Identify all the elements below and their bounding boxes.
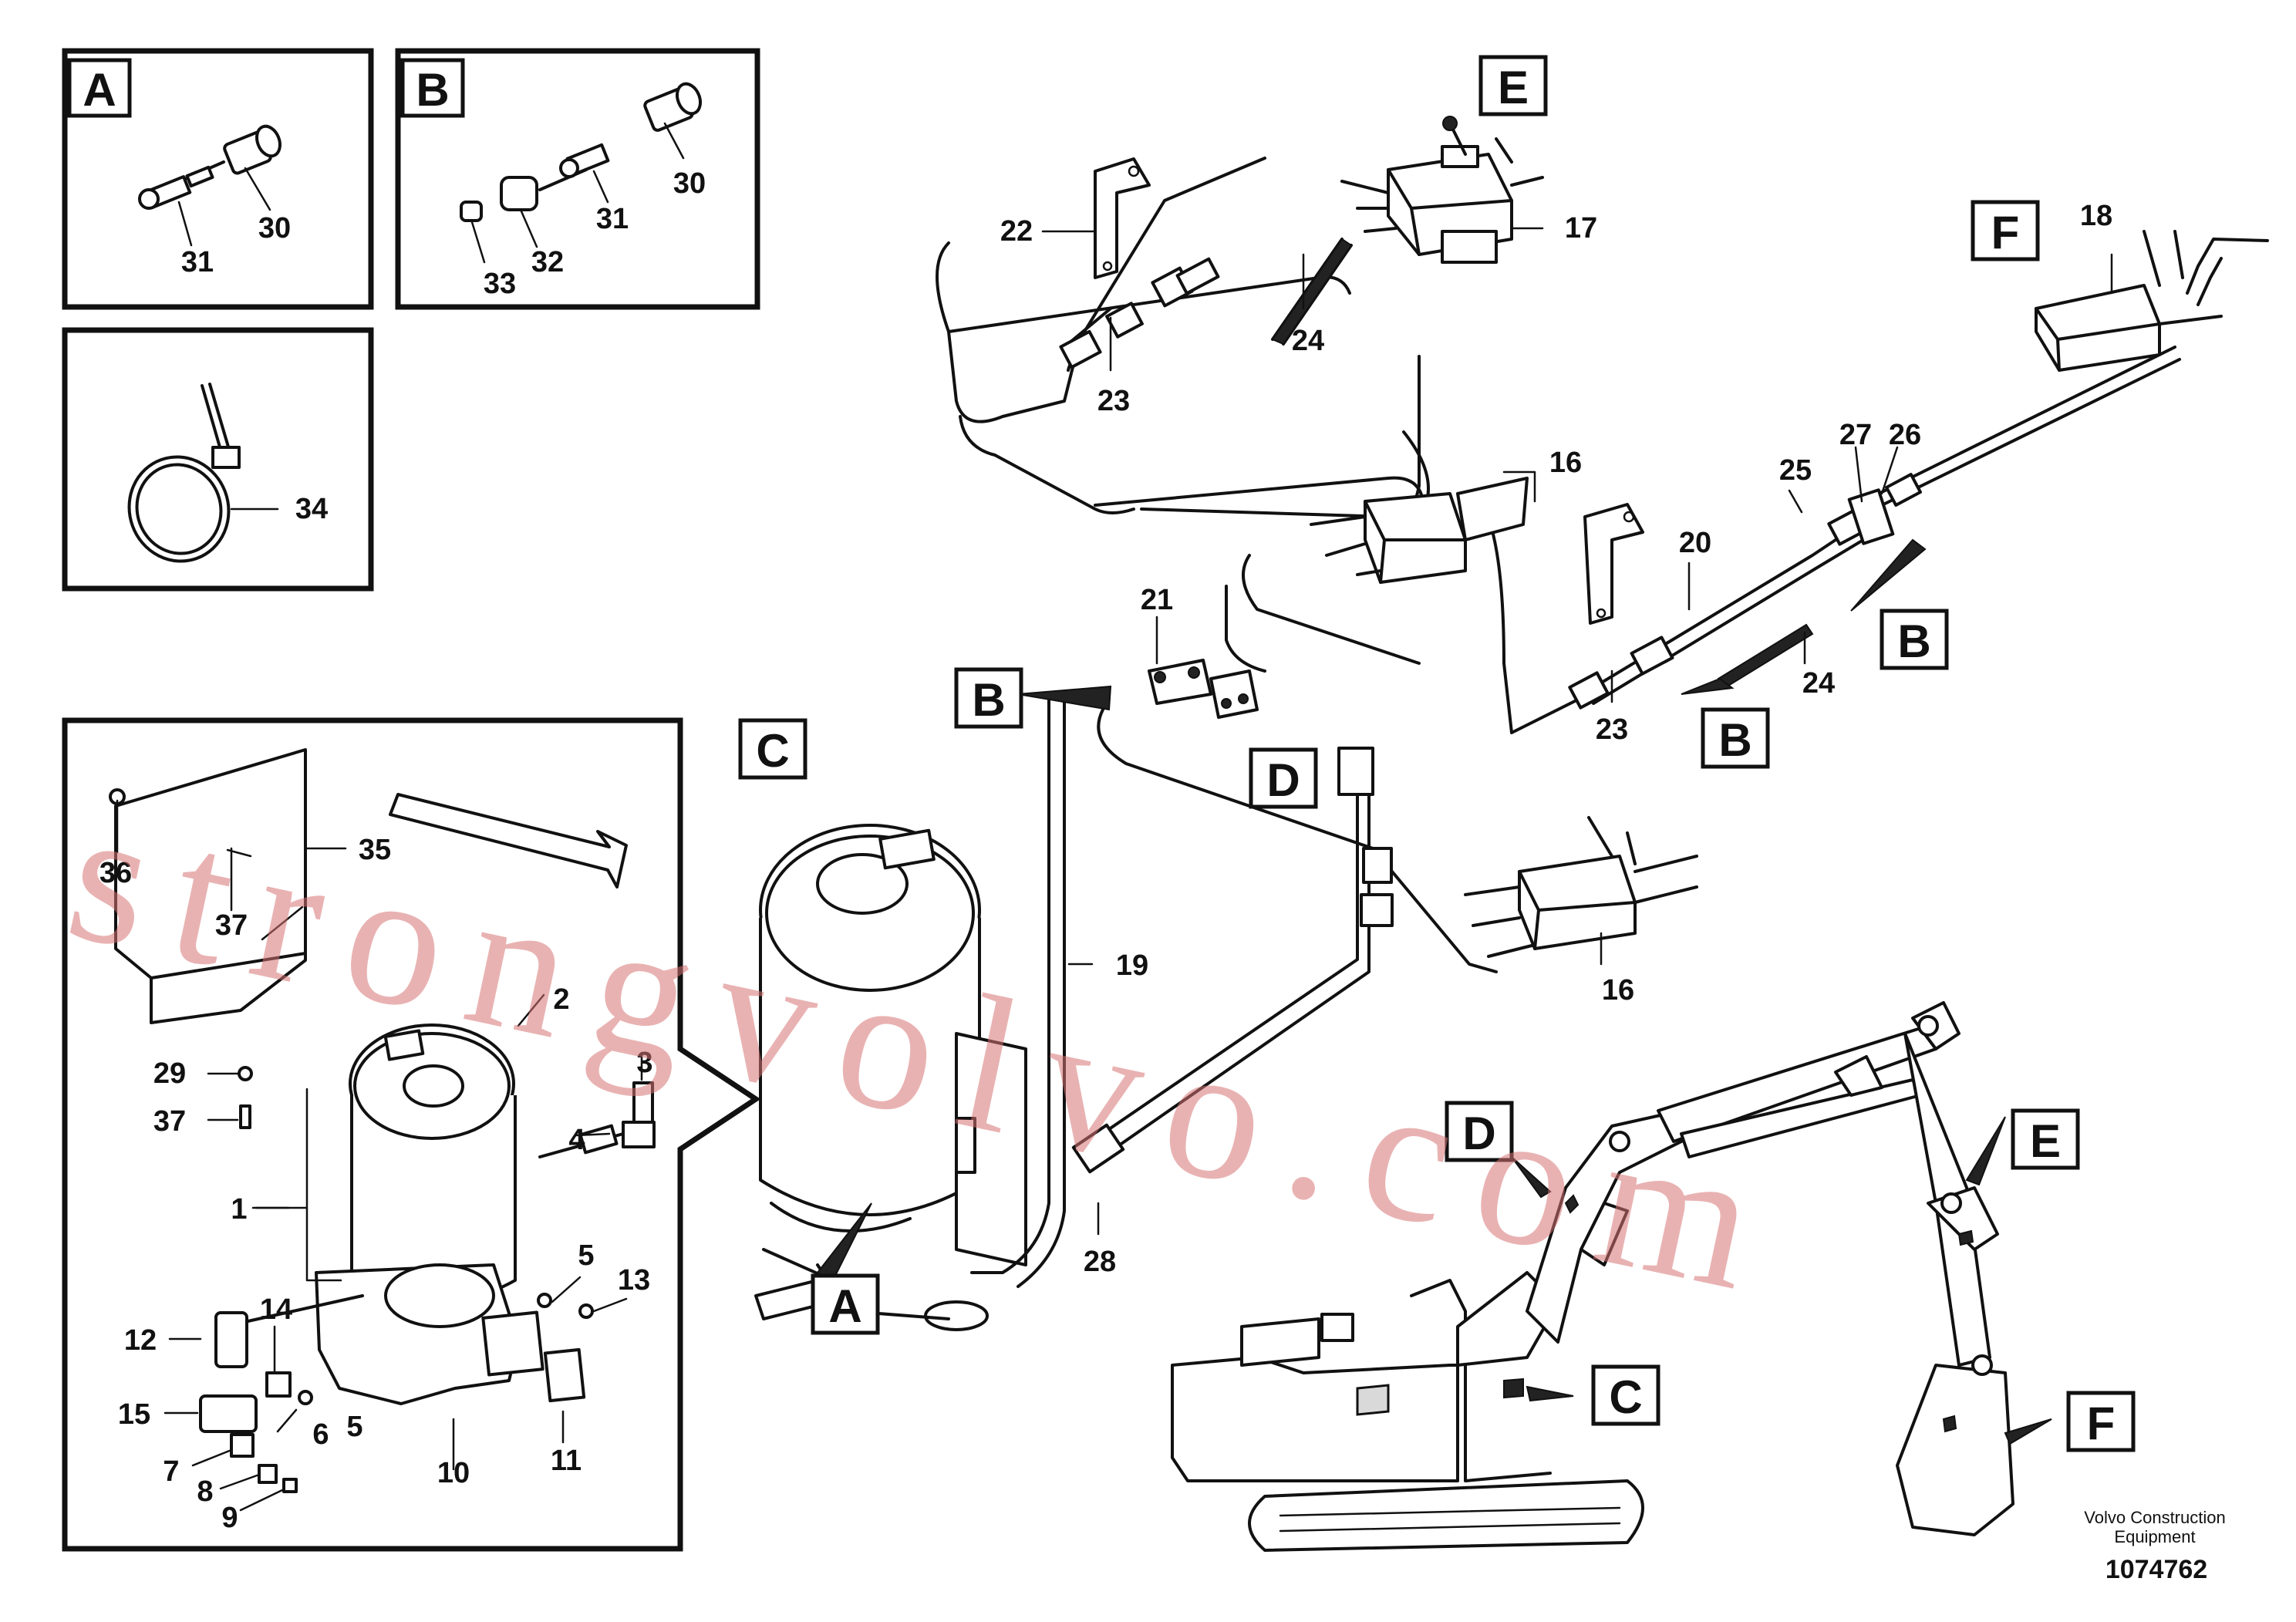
tag-c-excavator: C [1591,1364,1660,1426]
callout-3: 3 [636,1047,652,1079]
callout-23-top: 23 [1097,385,1130,417]
tag-a-left: A [67,58,132,118]
tag-a-left-text: A [83,64,116,116]
detail-frame-pump [62,717,761,1552]
callout-8: 8 [197,1475,213,1508]
tag-c-excavator-text: C [1609,1371,1642,1423]
tag-pointers [816,538,2052,1445]
callout-17: 17 [1565,212,1597,244]
callout-10: 10 [437,1457,470,1489]
tag-c-center: C [738,718,807,780]
callout-11: 11 [551,1445,582,1477]
callout-numbers: 31 30 33 32 31 30 34 22 23 24 17 18 16 2… [99,167,2112,1534]
callout-27: 27 [1839,419,1872,451]
tag-d-center-text: D [1266,754,1300,806]
callout-2: 2 [553,983,569,1016]
callout-12: 12 [124,1324,157,1357]
callout-5-left: 5 [346,1411,362,1443]
callout-31-a: 31 [181,246,214,278]
callout-29: 29 [153,1057,186,1090]
callout-16-upper: 16 [1549,447,1582,479]
callout-34: 34 [295,493,328,525]
tag-b-right-upper: B [1880,609,1949,670]
tag-b-junction: B [954,667,1023,729]
detail-frame-tie [62,327,374,592]
tag-e-top: E [1478,55,1548,116]
pump-detail-parts [109,748,656,1512]
tag-b-left: B [400,58,465,118]
callout-24-top: 24 [1292,325,1324,357]
excavator-overview [1171,1001,2014,1552]
distribution-blocks [1148,116,2223,958]
caption-line-1: Volvo Construction [2084,1508,2225,1527]
tag-d-center: D [1249,747,1318,809]
callout-18: 18 [2080,200,2112,232]
callout-9: 9 [221,1502,238,1534]
cable-tie [127,383,279,563]
callout-30-b: 30 [673,167,706,200]
detail-a-parts [138,124,282,247]
callout-36: 36 [99,857,132,889]
callout-leaders [1041,227,2113,1236]
callout-23-right: 23 [1596,713,1628,746]
callout-4: 4 [568,1124,585,1156]
detail-frame-a [62,48,374,310]
tag-b-junction-text: B [972,674,1005,726]
detail-b-parts [460,82,702,264]
tag-f-top: F [1971,200,2040,261]
tag-b-right-lower-text: B [1718,714,1752,766]
tag-f-excavator-text: F [2087,1398,2116,1449]
tag-b-right-upper-text: B [1897,615,1930,667]
tag-a-center: A [811,1273,880,1335]
tag-d-excavator: D [1445,1101,1514,1162]
callout-19: 19 [1116,949,1148,982]
tag-f-excavator: F [2066,1391,2136,1452]
callout-21: 21 [1141,584,1173,616]
tag-b-left-text: B [416,64,449,116]
callout-7: 7 [163,1455,179,1488]
callout-24-right: 24 [1802,667,1835,700]
tag-d-excavator-text: D [1462,1108,1495,1159]
callout-13: 13 [618,1264,650,1297]
caption-line-2: Equipment [2114,1527,2195,1546]
tag-f-top-text: F [1991,207,2020,258]
tag-e-top-text: E [1498,62,1529,113]
callout-22: 22 [1000,215,1033,248]
document-number: 1074762 [2106,1555,2207,1584]
callout-33: 33 [484,268,516,300]
callout-30-a: 30 [258,212,291,244]
callout-32: 32 [531,246,564,278]
callout-35: 35 [359,834,391,866]
callout-37-top: 37 [215,909,248,942]
tag-e-excavator: E [2011,1108,2080,1170]
callout-26: 26 [1889,419,1921,451]
tag-b-right-lower: B [1701,707,1770,769]
callout-6: 6 [312,1418,329,1451]
callout-25: 25 [1779,454,1812,487]
callout-31-b: 31 [596,203,629,235]
tag-c-center-text: C [756,725,789,777]
callout-20: 20 [1679,527,1711,559]
callout-5-right: 5 [578,1239,594,1272]
callout-1: 1 [231,1193,247,1226]
callout-15: 15 [118,1398,150,1431]
callout-37-bottom: 37 [153,1105,186,1138]
callout-16-lower: 16 [1602,974,1634,1007]
detail-frame-b [395,48,760,310]
tag-a-center-text: A [828,1280,861,1332]
callout-28: 28 [1084,1246,1116,1278]
tag-e-excavator-text: E [2030,1115,2061,1167]
callout-14: 14 [260,1293,292,1326]
lube-pump-assembly [754,824,1027,1331]
